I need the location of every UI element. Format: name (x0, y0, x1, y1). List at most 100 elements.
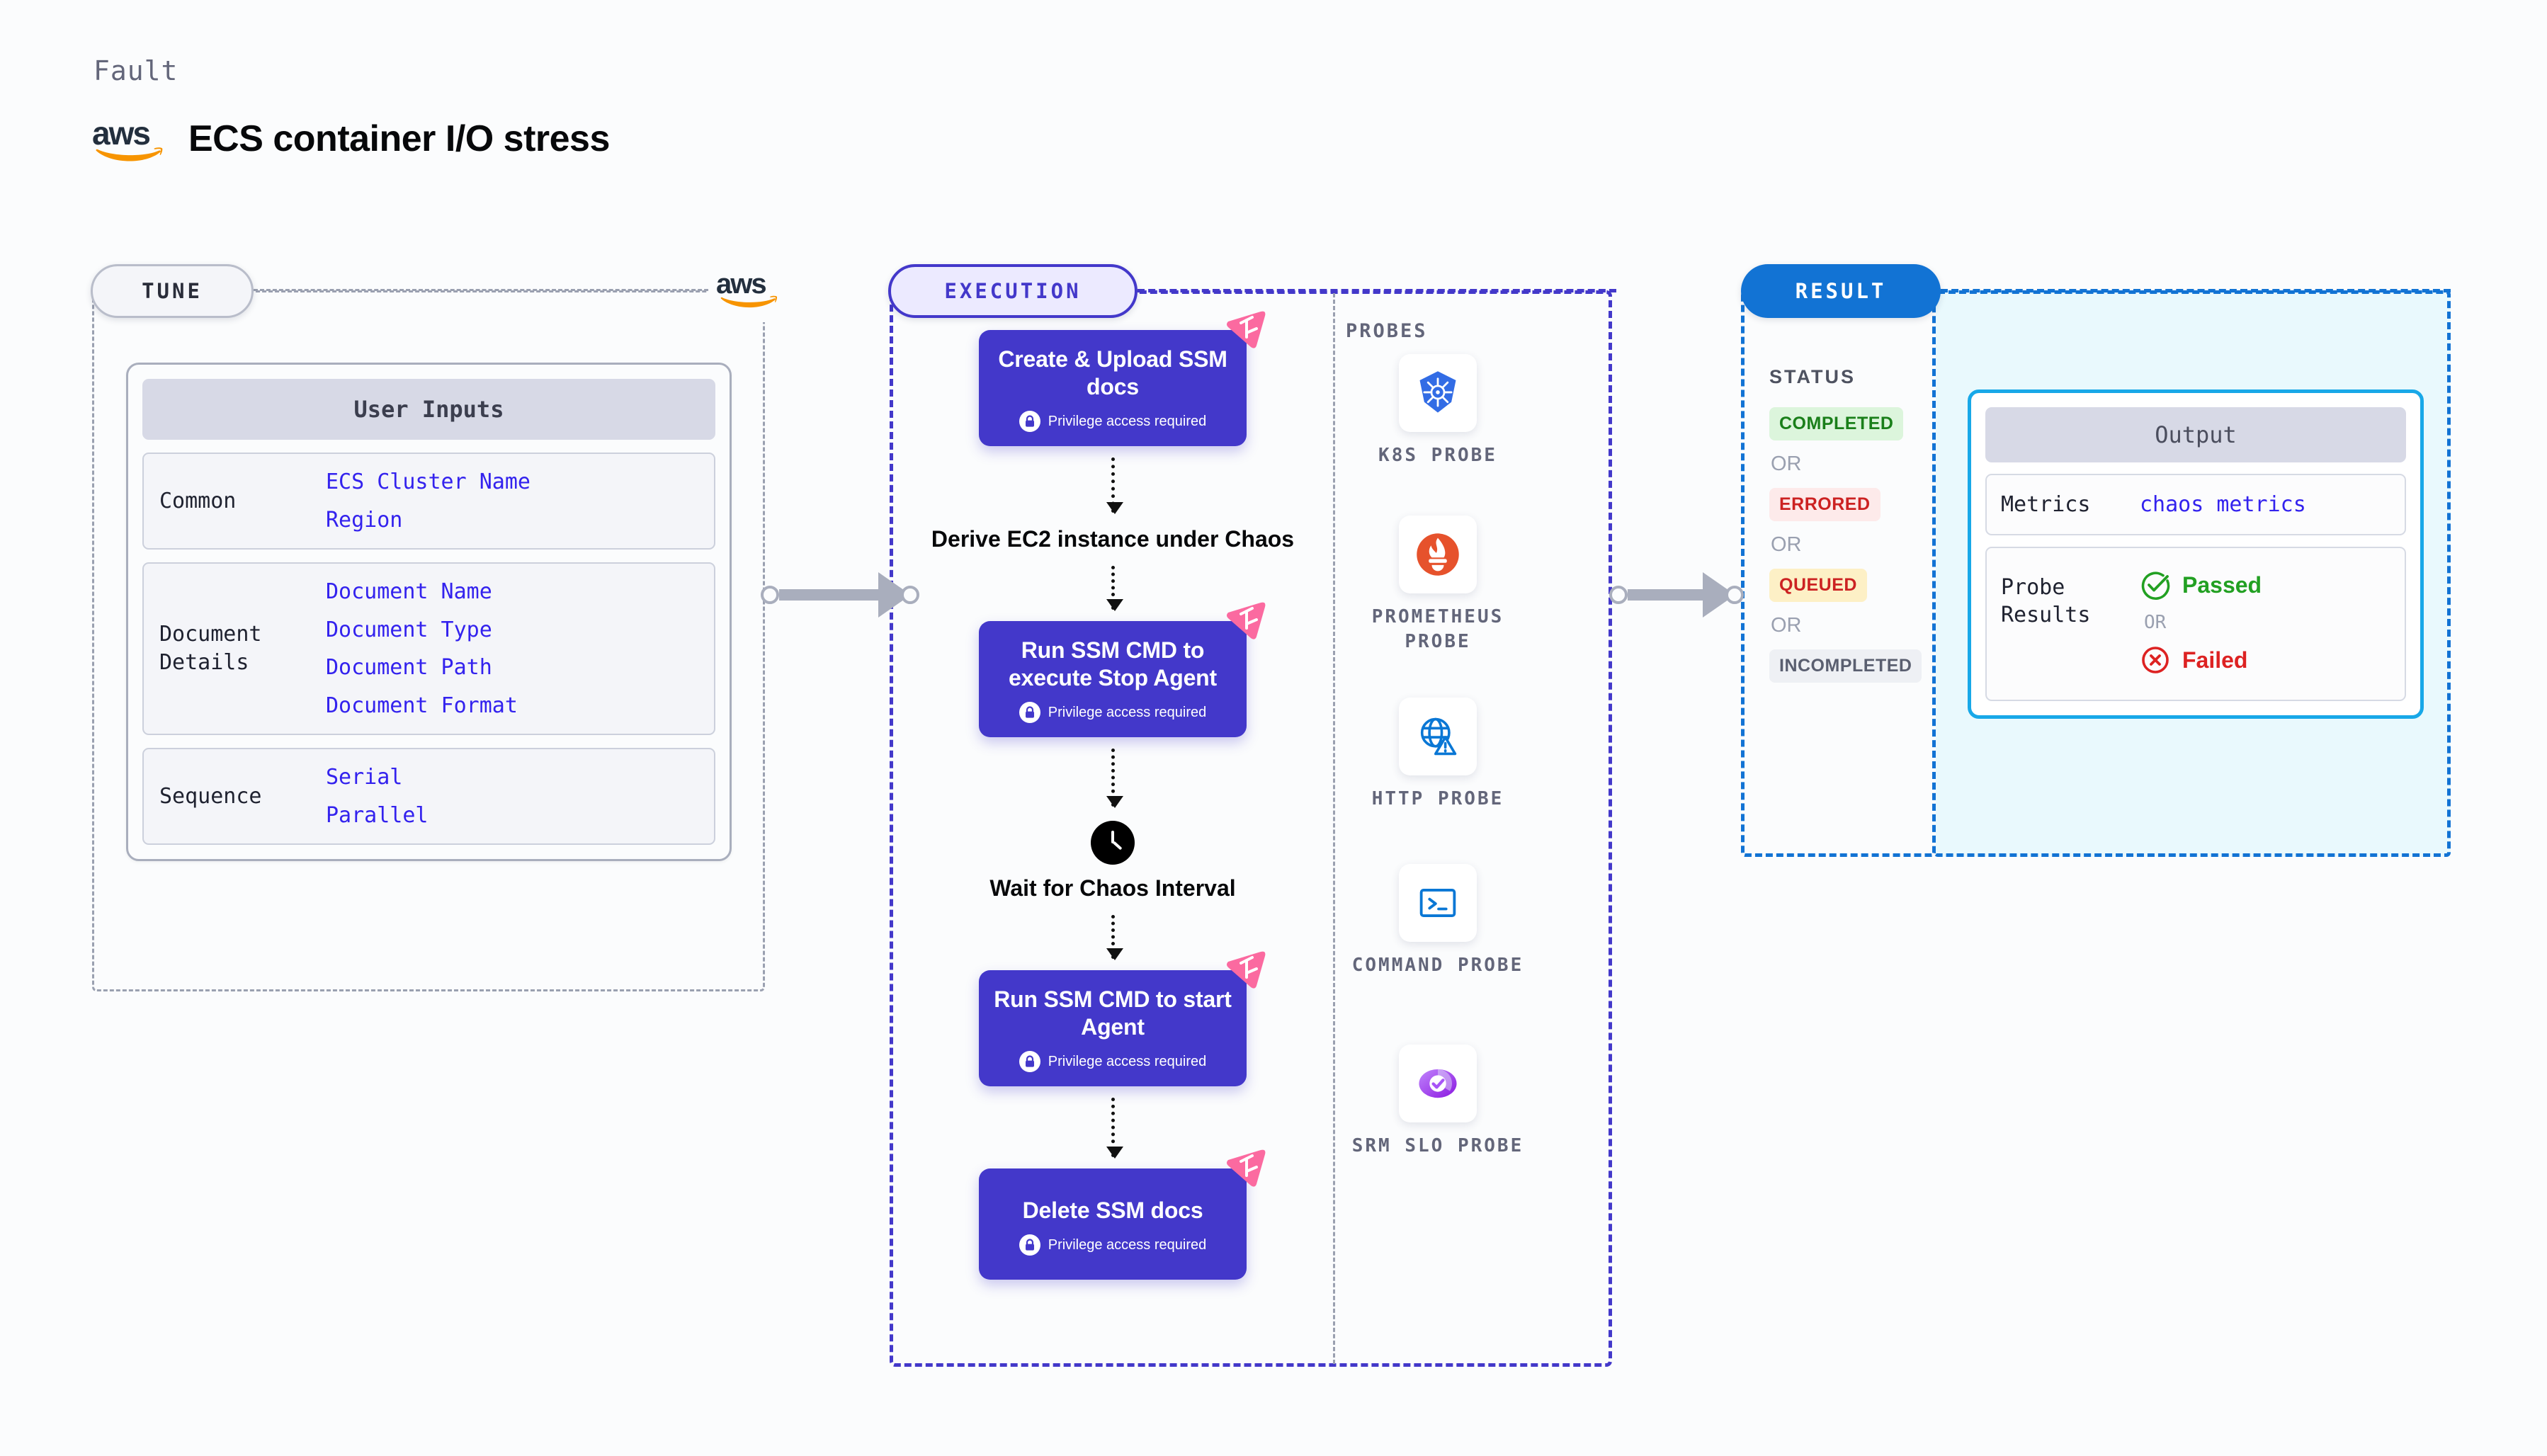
flow-arrow-1 (1106, 457, 1123, 515)
privilege-note-text: Privilege access required (1048, 704, 1207, 720)
failed-label: Failed (2182, 647, 2248, 673)
x-circle-icon (2142, 647, 2169, 673)
execution-pill-label[interactable]: EXECUTION (888, 264, 1138, 318)
output-row-metrics: Metrics chaos metrics (1985, 474, 2406, 535)
input-group-document-details: Document Details Document Name Document … (142, 562, 715, 735)
input-group-sequence: Sequence Serial Parallel (142, 748, 715, 845)
privilege-note: Privilege access required (992, 1051, 1234, 1073)
step-label: Run SSM CMD to start Agent (994, 986, 1232, 1040)
output-row-probe-results: Probe Results Passed OR Failed (1985, 547, 2406, 701)
execution-step-run-ssm-cmd-start-agent[interactable]: Run SSM CMD to start Agent Privilege acc… (979, 951, 1266, 1087)
privilege-flag-icon (1227, 951, 1266, 989)
probe-label: K8S PROBE (1378, 445, 1497, 466)
privilege-flag-icon (1227, 602, 1266, 639)
output-value-chaos-metrics[interactable]: chaos metrics (2140, 492, 2306, 517)
privilege-flag-icon (1227, 311, 1266, 348)
status-list: COMPLETED OR ERRORED OR QUEUED OR INCOMP… (1769, 407, 1932, 683)
input-field-parallel[interactable]: Parallel (326, 802, 429, 828)
connector-dot (1609, 586, 1628, 604)
privilege-note-text: Privilege access required (1048, 1236, 1207, 1253)
terminal-icon (1399, 864, 1477, 942)
probe-label: PROMETHEUS PROBE (1371, 606, 1504, 653)
check-circle-icon (2141, 571, 2170, 600)
probe-result-passed: Passed (2140, 569, 2262, 601)
probe-http[interactable]: HTTP PROBE (1346, 698, 1530, 812)
flow-arrow-4 (1106, 915, 1123, 961)
execution-step-create-upload-ssm-docs[interactable]: Create & Upload SSM docs Privilege acces… (979, 311, 1266, 447)
input-group-label: Sequence (159, 783, 262, 809)
connector-dot (901, 586, 919, 604)
result-pill-label[interactable]: RESULT (1741, 264, 1941, 318)
connector-tune-to-execution (761, 572, 919, 618)
probe-k8s[interactable]: K8S PROBE (1346, 354, 1530, 468)
input-field-ecs-cluster-name[interactable]: ECS Cluster Name (326, 470, 531, 494)
status-or: OR (1771, 614, 1802, 637)
connector-bar (1628, 589, 1704, 601)
step-label: Wait for Chaos Interval (989, 875, 1236, 902)
aws-smile-icon (720, 295, 778, 307)
probe-label: HTTP PROBE (1371, 788, 1504, 809)
privilege-note-text: Privilege access required (1048, 1053, 1207, 1069)
input-field-document-path[interactable]: Document Path (326, 655, 492, 680)
output-card: Output Metrics chaos metrics Probe Resul… (1968, 389, 2424, 719)
tune-pill-label[interactable]: TUNE (91, 264, 254, 318)
aws-logo-icon: aws (92, 117, 170, 161)
input-field-serial[interactable]: Serial (326, 765, 403, 790)
lock-icon (1019, 411, 1040, 433)
input-field-document-name[interactable]: Document Name (326, 579, 492, 604)
execution-step-delete-ssm-docs[interactable]: Delete SSM docs Privilege access require… (979, 1149, 1266, 1280)
lock-icon (1019, 1051, 1040, 1073)
status-or: OR (1771, 453, 1802, 475)
output-key: Probe Results (2001, 575, 2091, 627)
step-label: Run SSM CMD to execute Stop Agent (1009, 637, 1217, 691)
kubernetes-icon (1399, 354, 1477, 432)
privilege-note-text: Privilege access required (1048, 413, 1207, 429)
privilege-note: Privilege access required (992, 411, 1234, 433)
probe-srm-slo[interactable]: SRM SLO PROBE (1346, 1045, 1530, 1159)
clock-icon (1091, 821, 1135, 865)
page-title: ECS container I/O stress (188, 118, 610, 159)
privilege-note: Privilege access required (992, 1234, 1234, 1256)
privilege-note: Privilege access required (992, 702, 1234, 724)
connector-bar (779, 589, 880, 601)
probe-label: SRM SLO PROBE (1351, 1135, 1524, 1156)
input-field-document-type[interactable]: Document Type (326, 617, 492, 642)
step-label: Create & Upload SSM docs (998, 346, 1227, 400)
lock-icon (1019, 1234, 1040, 1256)
aws-smile-icon (96, 147, 163, 161)
execution-flow: Create & Upload SSM docs Privilege acces… (892, 293, 1333, 1280)
tune-dashed-connector (254, 289, 721, 291)
execution-step-wait-for-chaos-interval: Wait for Chaos Interval (892, 821, 1333, 902)
connector-dot (761, 586, 779, 604)
probe-command[interactable]: COMMAND PROBE (1346, 864, 1530, 978)
input-group-label: Common (159, 488, 237, 513)
input-field-document-format[interactable]: Document Format (326, 693, 518, 718)
result-dashed-connector (1941, 289, 2451, 292)
flow-arrow-3 (1106, 749, 1123, 809)
output-key: Metrics (2001, 492, 2091, 517)
probe-prometheus[interactable]: PROMETHEUS PROBE (1346, 516, 1530, 654)
flow-arrow-2 (1106, 566, 1123, 612)
privilege-flag-icon (1227, 1149, 1266, 1187)
user-inputs-card: User Inputs Common ECS Cluster Name Regi… (126, 363, 732, 861)
input-field-region[interactable]: Region (326, 507, 403, 533)
probes-divider (1333, 293, 1335, 1364)
status-or: OR (1771, 533, 1802, 556)
flow-arrow-5 (1106, 1098, 1123, 1159)
passed-label: Passed (2182, 571, 2262, 598)
status-label: STATUS (1769, 366, 1856, 387)
execution-step-derive-ec2-instance: Derive EC2 instance under Chaos (931, 526, 1295, 552)
execution-step-run-ssm-cmd-stop-agent[interactable]: Run SSM CMD to execute Stop Agent Privil… (979, 602, 1266, 738)
prometheus-icon (1399, 516, 1477, 593)
status-badge-errored: ERRORED (1769, 488, 1881, 521)
tune-aws-logo-icon: aws (708, 255, 792, 322)
step-label: Delete SSM docs (1022, 1198, 1203, 1224)
fault-title-row: aws ECS container I/O stress (92, 117, 610, 161)
fault-eyebrow: Fault (93, 55, 178, 86)
user-inputs-title: User Inputs (142, 379, 715, 440)
status-badge-incompleted: INCOMPLETED (1769, 649, 1922, 683)
status-badge-queued: QUEUED (1769, 569, 1867, 602)
execution-dashed-connector (1138, 289, 1616, 292)
output-card-title: Output (1985, 407, 2406, 462)
